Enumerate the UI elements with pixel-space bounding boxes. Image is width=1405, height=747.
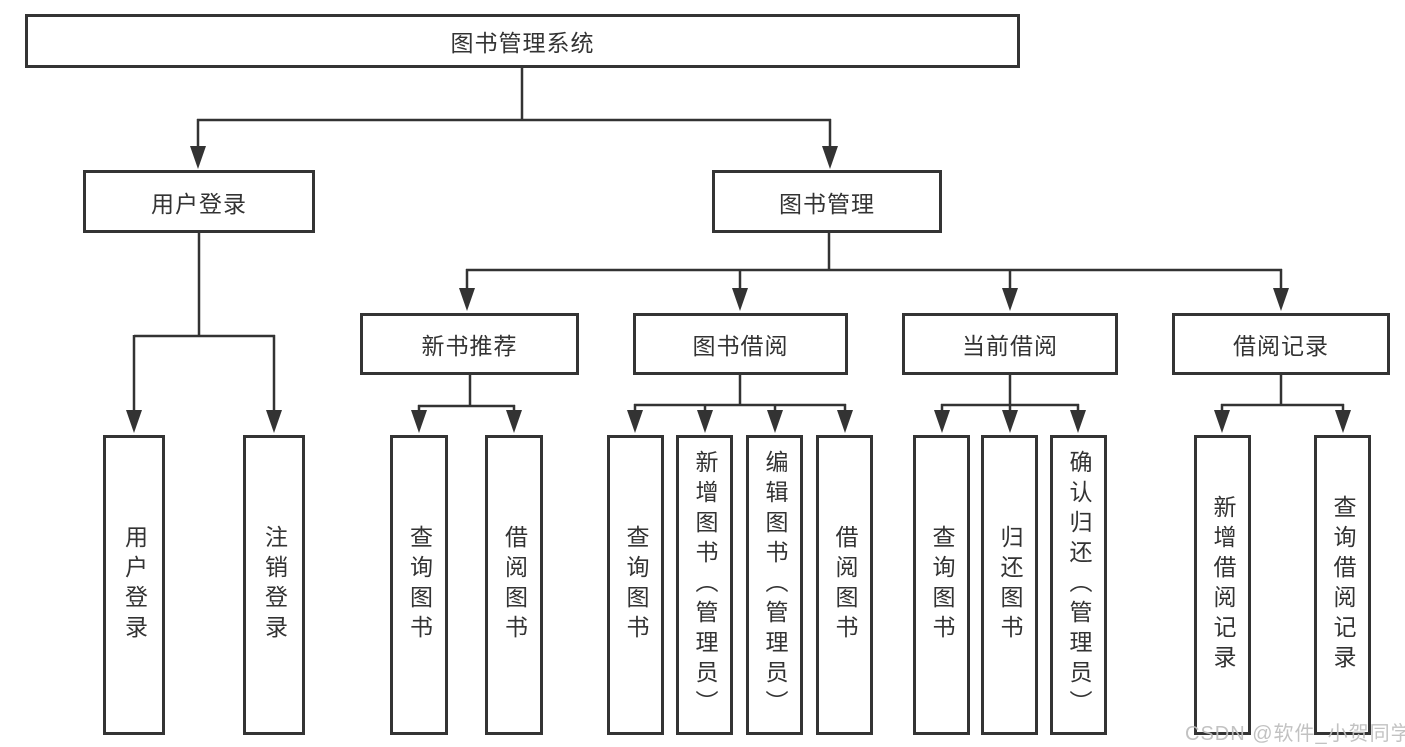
csdn-watermark: CSDN @软件_小贺同学 [1185,723,1405,745]
leaf-label: 归还图书 [997,525,1023,645]
leaf-return-books: 归还图书 [981,435,1038,735]
leaf-label: 用户登录 [121,525,148,645]
leaf-logout: 注销登录 [243,435,305,735]
node-new-book-recommend: 新书推荐 [360,313,579,375]
leaf-query-books: 查询图书 [913,435,970,735]
leaf-label: 查询借阅记录 [1330,495,1356,675]
leaf-borrow-books: 借阅图书 [485,435,543,735]
leaf-query-books: 查询图书 [390,435,448,735]
leaf-label: 查询图书 [929,525,955,645]
arrow-down-icons [126,146,1351,433]
leaf-label: 注销登录 [261,525,288,645]
leaf-query-borrow-record: 查询借阅记录 [1314,435,1371,735]
node-book-management: 图书管理 [712,170,942,233]
leaf-label: 确认归还（管理员） [1066,450,1092,720]
leaf-confirm-return-admin: 确认归还（管理员） [1050,435,1107,735]
leaf-query-books: 查询图书 [607,435,664,735]
node-borrow-records: 借阅记录 [1172,313,1390,375]
node-library-management-system: 图书管理系统 [25,14,1020,68]
leaf-label: 借阅图书 [501,525,528,645]
leaf-label: 借阅图书 [832,525,858,645]
leaf-label: 新增借阅记录 [1210,495,1236,675]
leaf-label: 新增图书（管理员） [692,450,718,720]
leaf-borrow-books: 借阅图书 [816,435,873,735]
node-current-borrow: 当前借阅 [902,313,1118,375]
node-book-borrow: 图书借阅 [633,313,848,375]
leaf-user-login: 用户登录 [103,435,165,735]
leaf-label: 编辑图书（管理员） [762,450,788,720]
leaf-label: 查询图书 [406,525,433,645]
tree-edges [132,68,1345,411]
leaf-edit-book-admin: 编辑图书（管理员） [746,435,803,735]
leaf-add-book-admin: 新增图书（管理员） [676,435,733,735]
leaf-label: 查询图书 [623,525,649,645]
node-user-login: 用户登录 [83,170,315,233]
leaf-add-borrow-record: 新增借阅记录 [1194,435,1251,735]
